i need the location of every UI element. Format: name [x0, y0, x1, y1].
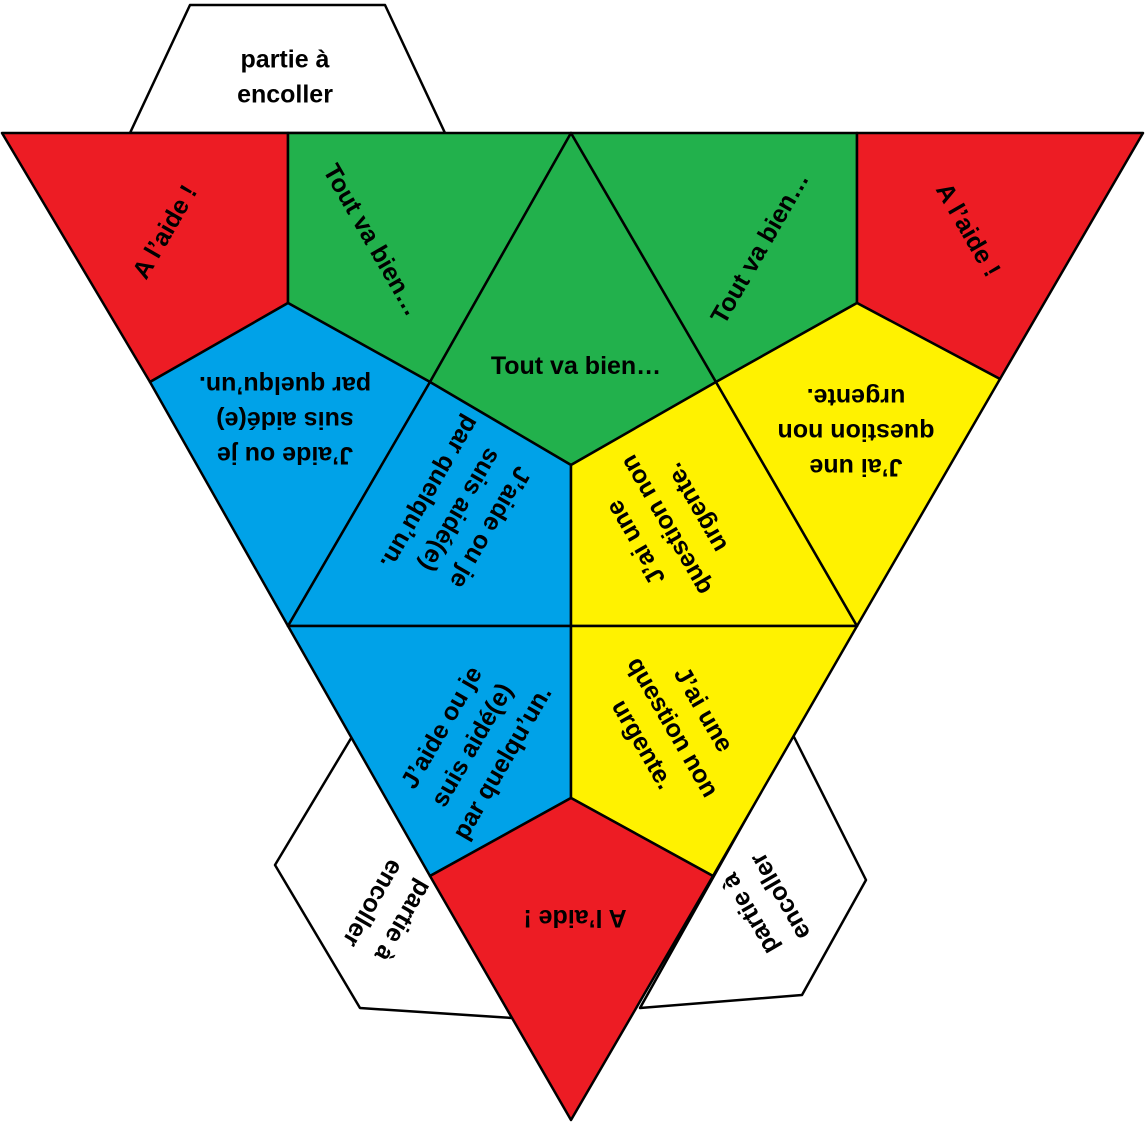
glue-tab-bottom-right — [638, 733, 868, 1010]
label-red-bottom: A l’aide ! — [523, 904, 626, 932]
face-red-bottom — [428, 796, 715, 1122]
tab-top-label-line: encoller — [237, 81, 333, 109]
label-blue-left-line: par quelqu’un. — [199, 371, 371, 399]
label-yellow-bottom: J’ai unequestion nonurgente. — [591, 635, 754, 820]
label-green-center-line: Tout va bien… — [491, 352, 661, 380]
label-blue-bottom: J’aide ou jesuis aidé(e)par quelqu’un. — [387, 646, 558, 844]
label-green-center: Tout va bien… — [491, 352, 661, 380]
label-blue-left-line: suis aidé(e) — [216, 406, 354, 434]
tab-top-label: partie à encoller — [237, 46, 333, 109]
label-yellow-right-line: question non — [778, 418, 935, 446]
label-yellow-right-line: J’ai une — [809, 453, 902, 481]
label-blue-left-line: J’aide ou je — [217, 441, 353, 469]
label-red-bottom-line: A l’aide ! — [523, 904, 626, 932]
label-yellow-right: J’ai une question non urgente. — [778, 383, 935, 481]
label-blue-left: J’aide ou je suis aidé(e) par quelqu’un. — [199, 371, 371, 469]
tab-top-label-line: partie à — [241, 46, 330, 74]
face-yellow-right — [714, 301, 1002, 628]
label-yellow-right-line: urgente. — [807, 383, 906, 411]
